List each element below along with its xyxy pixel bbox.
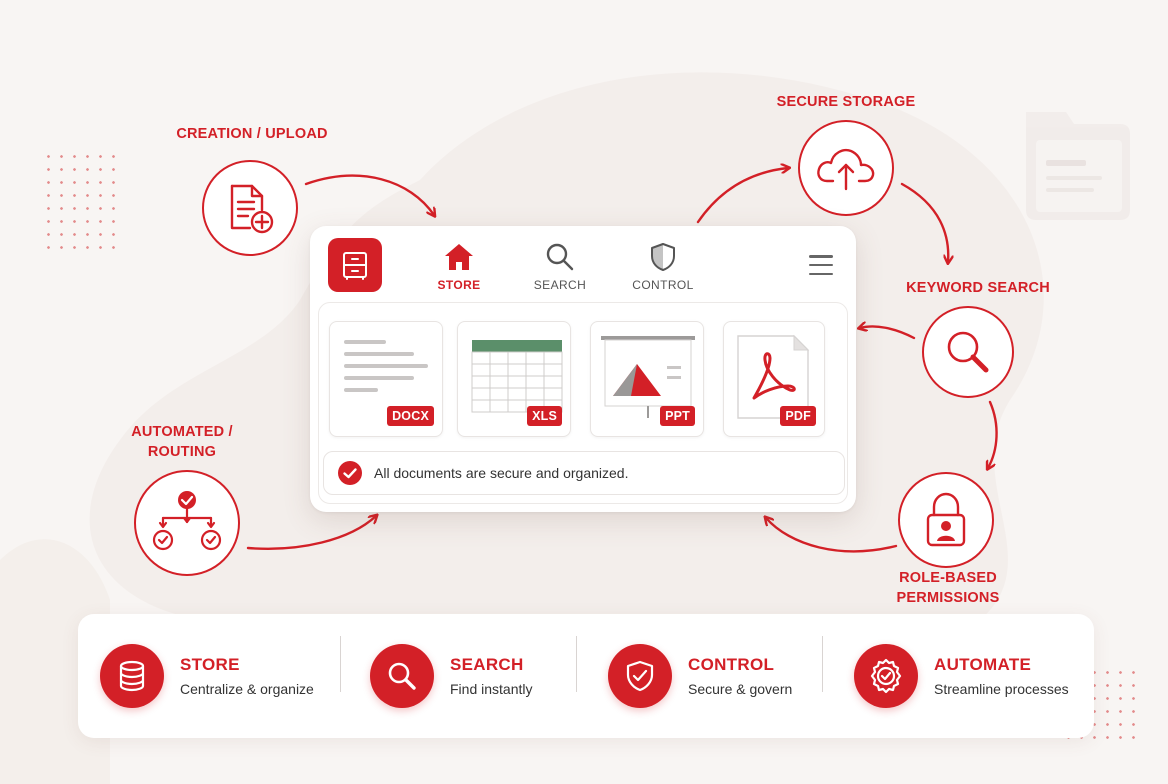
arrow-storage-to-search <box>900 182 948 262</box>
document-badge-docx: DOCX <box>387 406 434 426</box>
step-circle-secure-storage <box>798 120 894 216</box>
step-label-creation-upload: CREATION / UPLOAD <box>176 126 328 142</box>
text-document-icon <box>344 340 428 392</box>
feature-control: CONTROL Secure & govern <box>608 628 792 724</box>
step-circle-creation-upload <box>202 160 298 256</box>
home-icon <box>445 244 473 270</box>
step-label-automated-line1: AUTOMATED / <box>131 424 233 440</box>
arrow-search-to-permissions <box>988 400 998 468</box>
shield-icon <box>651 243 675 271</box>
spreadsheet-icon <box>471 340 563 413</box>
document-add-icon <box>230 184 274 234</box>
step-label-automated-routing: AUTOMATED / ROUTING <box>112 422 252 462</box>
arrow-upload-to-app <box>304 174 434 215</box>
folder-decoration <box>1026 112 1130 220</box>
feature-divider <box>822 636 823 692</box>
feature-search-subtitle: Find instantly <box>450 681 533 697</box>
arrow-routing-to-app <box>246 516 376 550</box>
cabinet-icon <box>343 252 367 280</box>
arrow-permissions-to-app <box>766 518 898 553</box>
nav-tab-control[interactable]: CONTROL <box>618 242 708 298</box>
arrow-search-to-app <box>860 326 916 340</box>
feature-divider <box>340 636 341 692</box>
cloud-upload-icon <box>817 149 875 191</box>
app-window: STORE SEARCH CONTROL DOCX <box>310 226 856 512</box>
feature-search: SEARCH Find instantly <box>370 628 532 724</box>
feature-automate-title: AUTOMATE <box>934 655 1032 674</box>
nav-tab-store-label: STORE <box>437 278 481 292</box>
feature-bar: STORE Centralize & organize SEARCH Find … <box>78 614 1094 738</box>
feature-divider <box>576 636 577 692</box>
document-card-docx[interactable]: DOCX <box>329 321 443 437</box>
status-message: All documents are secure and organized. <box>374 465 629 481</box>
feature-store-subtitle: Centralize & organize <box>180 681 314 697</box>
pdf-icon <box>737 334 810 419</box>
status-bar: All documents are secure and organized. <box>323 451 845 495</box>
app-logo[interactable] <box>328 238 382 292</box>
nav-tab-control-label: CONTROL <box>632 278 694 292</box>
feature-control-title: CONTROL <box>688 655 775 674</box>
document-panel: DOCX XLS <box>318 302 848 504</box>
check-circle-icon <box>338 461 362 485</box>
document-card-ppt[interactable]: PPT <box>590 321 704 437</box>
document-card-pdf[interactable]: PDF <box>723 321 825 437</box>
document-card-xls[interactable]: XLS <box>457 321 571 437</box>
nav-tab-search-label: SEARCH <box>533 278 587 292</box>
feature-store: STORE Centralize & organize <box>100 628 314 724</box>
search-icon <box>546 243 574 271</box>
nav-tab-store[interactable]: STORE <box>414 242 504 298</box>
magnifier-icon <box>947 331 989 373</box>
workflow-routing-icon <box>152 491 222 551</box>
step-label-keyword-search: KEYWORD SEARCH <box>906 280 1050 296</box>
feature-automate-subtitle: Streamline processes <box>934 681 1069 697</box>
feature-control-subtitle: Secure & govern <box>688 681 793 697</box>
dot-grid-left <box>42 150 122 250</box>
document-badge-ppt: PPT <box>660 406 695 426</box>
arrow-app-to-storage <box>696 168 788 224</box>
step-label-secure-storage: SECURE STORAGE <box>776 94 916 110</box>
document-badge-xls: XLS <box>527 406 562 426</box>
search-icon <box>370 644 434 708</box>
step-circle-role-permissions <box>898 472 994 568</box>
feature-automate: AUTOMATE Streamline processes <box>854 628 1069 724</box>
presentation-icon <box>601 336 695 418</box>
step-label-role-line2: PERMISSIONS <box>896 590 1000 606</box>
lock-user-icon <box>926 492 966 547</box>
step-circle-keyword-search <box>922 306 1014 398</box>
step-label-role-line1: ROLE-BASED <box>899 570 997 586</box>
flow-arrows <box>246 168 998 553</box>
document-badge-pdf: PDF <box>780 406 816 426</box>
step-label-role-permissions: ROLE-BASED PERMISSIONS <box>868 568 1028 608</box>
feature-store-title: STORE <box>180 655 240 674</box>
step-label-automated-line2: ROUTING <box>147 444 217 460</box>
hamburger-menu-icon[interactable] <box>806 252 836 278</box>
step-circle-automated-routing <box>134 470 240 576</box>
nav-tab-search[interactable]: SEARCH <box>515 242 605 298</box>
gear-check-icon <box>854 644 918 708</box>
feature-search-title: SEARCH <box>450 655 524 674</box>
shield-check-icon <box>608 644 672 708</box>
database-icon <box>100 644 164 708</box>
